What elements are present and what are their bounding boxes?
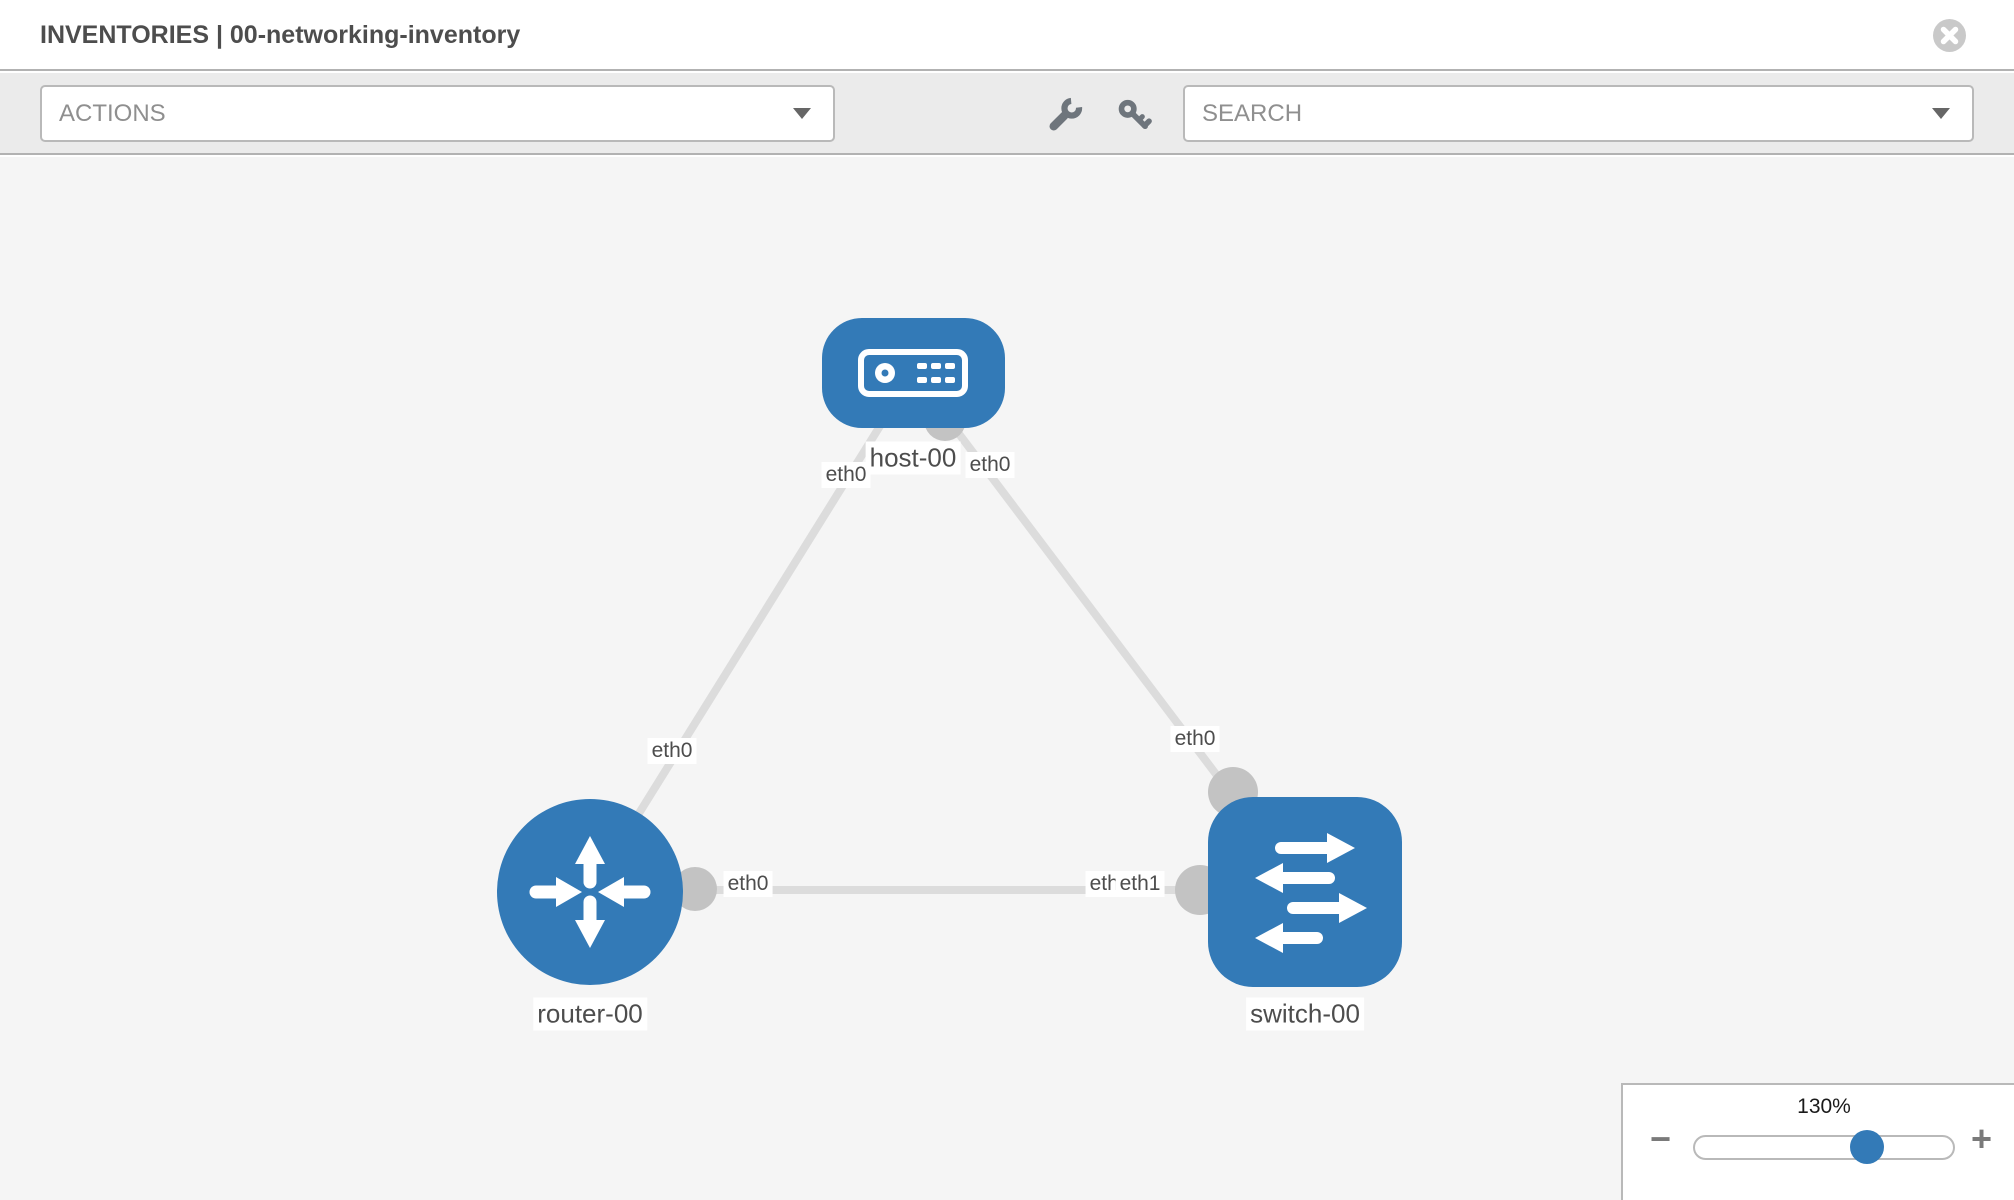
iface-label-router-eth0: eth0 — [723, 871, 773, 897]
caret-down-icon — [1932, 108, 1950, 119]
host-icon — [858, 349, 968, 397]
port-router-eth0[interactable] — [673, 867, 717, 911]
node-router-00[interactable] — [497, 799, 683, 985]
search-input[interactable] — [1202, 87, 1892, 140]
node-host-00[interactable] — [822, 318, 1005, 428]
zoom-slider-thumb[interactable] — [1850, 1130, 1884, 1164]
zoom-slider-track[interactable] — [1693, 1130, 1955, 1164]
actions-dropdown[interactable]: ACTIONS — [40, 85, 835, 142]
zoom-out-button[interactable]: − — [1650, 1118, 1672, 1159]
caret-down-icon — [793, 108, 811, 119]
key-icon — [1115, 99, 1155, 136]
iface-label-switch-eth1: eth1 — [1115, 871, 1165, 897]
close-button[interactable] — [1933, 19, 1966, 52]
iface-label-switch-eth0-up: eth0 — [1170, 726, 1220, 752]
router-icon — [529, 836, 651, 948]
node-label-router: router-00 — [533, 997, 647, 1031]
iface-label-host-eth0-right: eth0 — [965, 452, 1015, 478]
zoom-panel: 130% − + — [1621, 1083, 2014, 1200]
search-dropdown — [1183, 85, 1974, 142]
actions-dropdown-label: ACTIONS — [59, 100, 166, 127]
zoom-level: 130% — [1797, 1095, 1851, 1118]
iface-label-router-eth0-up: eth0 — [647, 738, 697, 764]
zoom-in-button[interactable]: + — [1971, 1118, 1993, 1159]
node-label-host: host-00 — [865, 441, 961, 475]
wrench-icon — [1045, 97, 1085, 136]
node-switch-00[interactable] — [1208, 797, 1402, 987]
node-label-switch: switch-00 — [1246, 997, 1364, 1031]
page-title: INVENTORIES | 00-networking-inventory — [40, 21, 521, 49]
close-icon — [1933, 19, 1966, 55]
configure-button[interactable] — [1043, 97, 1087, 133]
key-button[interactable] — [1113, 97, 1157, 133]
link-host-router[interactable] — [586, 370, 917, 895]
title-bar: INVENTORIES | 00-networking-inventory — [0, 0, 2014, 71]
topology-canvas[interactable]: host-00 router-00 switch-00 eth0 eth0 et… — [0, 157, 2014, 1200]
iface-label-host-eth0-left: eth0 — [821, 462, 871, 488]
switch-icon — [1255, 833, 1367, 953]
toolbar: ACTIONS — [0, 73, 2014, 155]
